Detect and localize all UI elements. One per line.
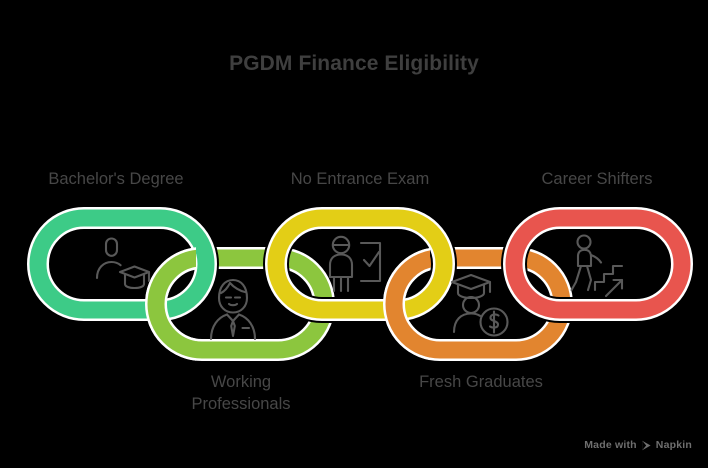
napkin-logo-icon — [641, 440, 652, 451]
node-label-bachelors-degree: Bachelor's Degree — [48, 170, 184, 188]
chain-link-career-shifters — [501, 205, 695, 323]
chain-link-no-entrance-exam — [263, 205, 457, 323]
weave-over-4-left — [383, 247, 430, 361]
businessman-tie-icon — [209, 278, 257, 341]
node-label-career-shifters: Career Shifters — [541, 170, 653, 188]
weave-body — [385, 250, 430, 358]
graduate-dollar-coin-icon — [450, 273, 509, 337]
napkin-watermark: Made with Napkin — [584, 439, 692, 451]
link-body-1 — [29, 209, 215, 319]
person-checklist-icon — [328, 235, 382, 293]
weave-body — [147, 249, 196, 359]
page-title: PGDM Finance Eligibility — [229, 52, 479, 75]
link-body-3 — [267, 209, 453, 319]
person-graduate-cap-icon — [95, 237, 151, 290]
node-label-working-professionals: Working Professionals — [191, 373, 291, 414]
chain-link-bachelors-degree — [25, 205, 219, 323]
person-climbing-stairs-arrow-icon — [570, 234, 624, 298]
link-body-5 — [505, 209, 691, 319]
watermark-brand-text: Napkin — [655, 439, 692, 451]
watermark-made-with-text: Made with — [584, 439, 637, 451]
weave-over-2-left — [145, 247, 196, 361]
node-label-fresh-graduates: Fresh Graduates — [419, 373, 543, 391]
node-label-no-entrance-exam: No Entrance Exam — [290, 170, 430, 188]
